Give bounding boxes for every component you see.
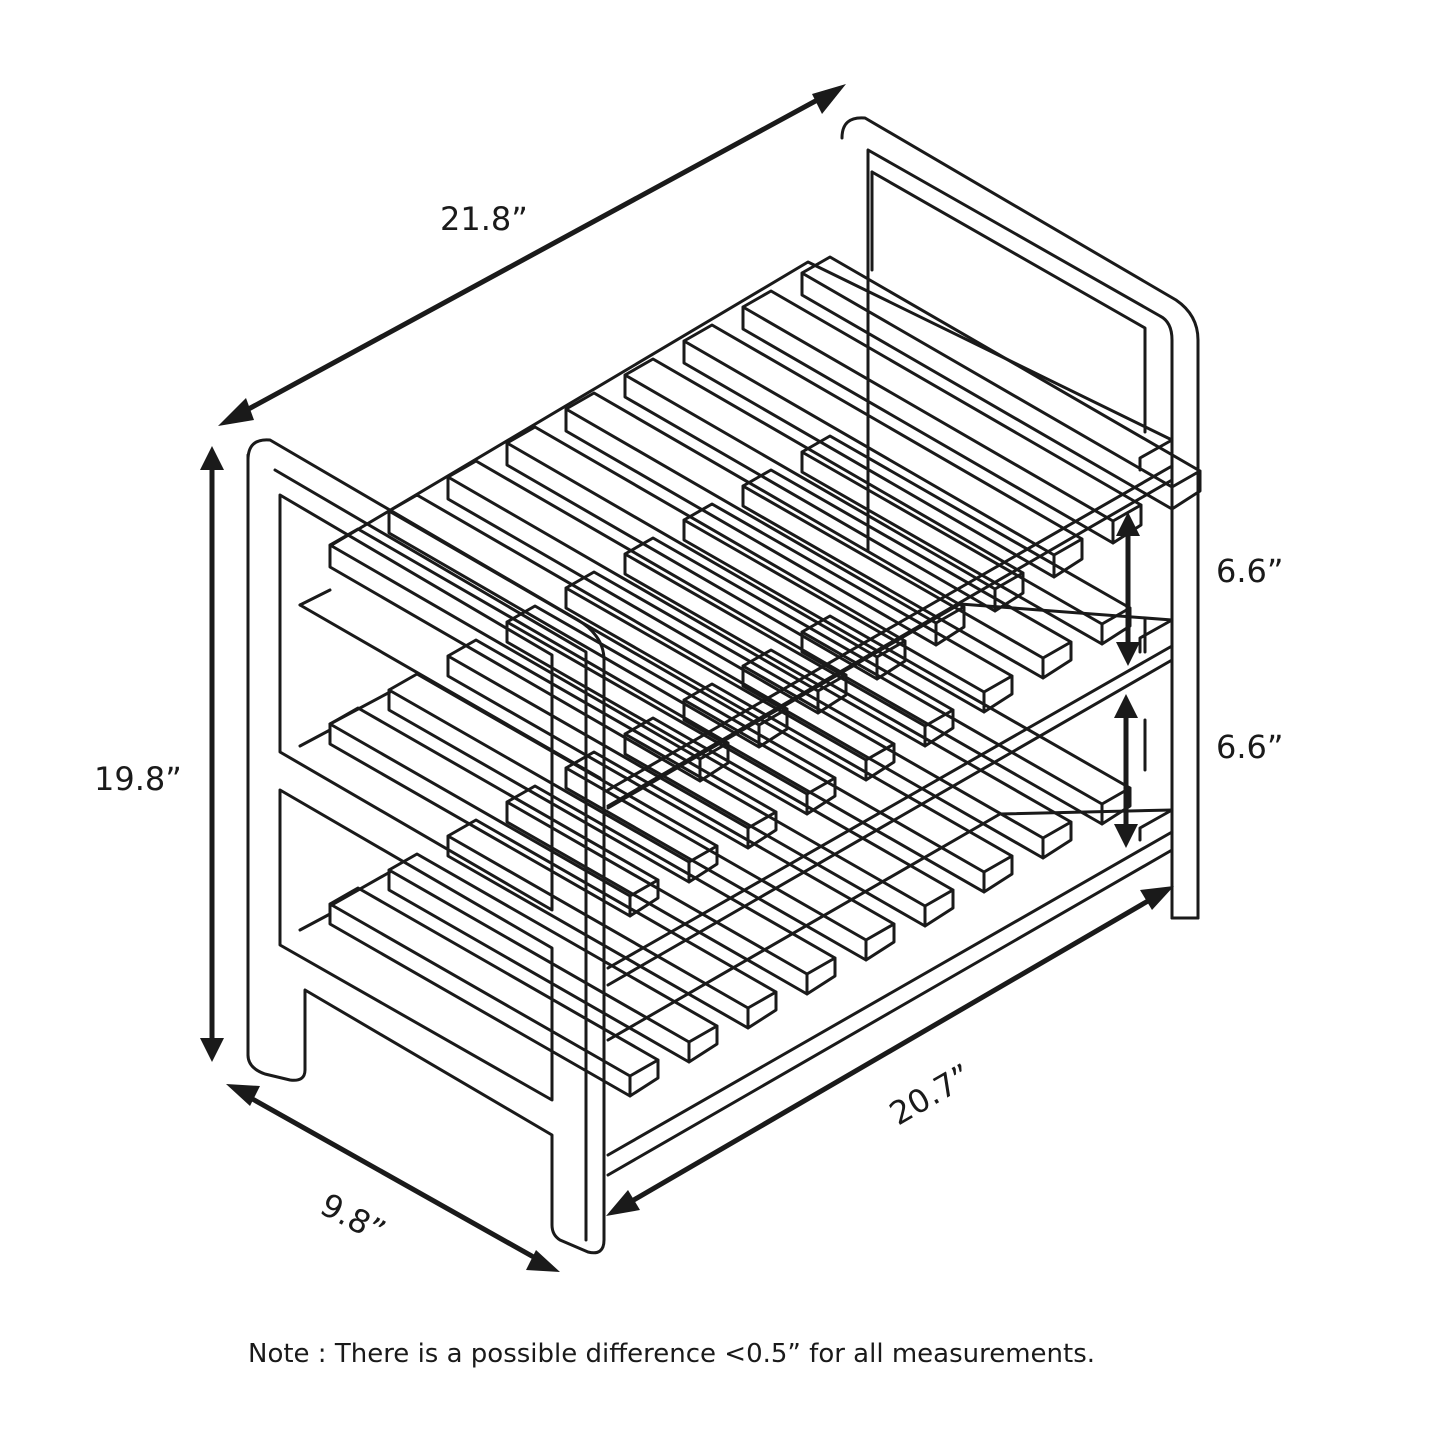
depth-arrow [226, 1084, 560, 1272]
shelf-slat [505, 604, 837, 816]
shelf-slat [623, 536, 955, 748]
spacing-upper-arrow [1116, 512, 1140, 666]
spacing-lower-arrow [1114, 694, 1138, 848]
shelf-slat [505, 784, 837, 996]
width-bottom-label: 20.7” [883, 1056, 978, 1133]
width-top-arrow [218, 84, 846, 426]
back-side-frame [840, 116, 1200, 920]
measurement-note: Note : There is a possible difference <0… [248, 1339, 1095, 1369]
shelf-slat [741, 289, 1143, 545]
shelf-slats [328, 255, 1202, 1098]
height-arrow [200, 446, 224, 1062]
width-bottom-arrow [606, 886, 1174, 1216]
shelf-slat [682, 682, 1014, 894]
shelf-slat [564, 570, 896, 782]
middle-shelf [298, 602, 1174, 987]
shelf-slat [328, 886, 660, 1098]
shelf-slat [800, 614, 1132, 826]
spacing-lower-label: 6.6” [1216, 728, 1283, 766]
shelf-slat [623, 716, 955, 928]
shelf-slat [800, 255, 1202, 511]
shelf-slat [682, 323, 1084, 579]
height-label: 19.8” [94, 760, 182, 798]
shelf-slat [741, 468, 1073, 680]
shelf-slat [446, 638, 778, 850]
spacing-upper-label: 6.6” [1216, 552, 1283, 590]
depth-label: 9.8” [314, 1186, 391, 1251]
shelf-slat [446, 818, 778, 1030]
shelf-slat [387, 672, 719, 884]
shelf-slat [741, 648, 1073, 860]
front-side-frame [246, 438, 606, 1255]
shelf-slat [682, 502, 1014, 714]
shelf-slat [387, 852, 719, 1064]
width-top-label: 21.8” [440, 200, 528, 238]
shelf-slat [328, 706, 660, 918]
